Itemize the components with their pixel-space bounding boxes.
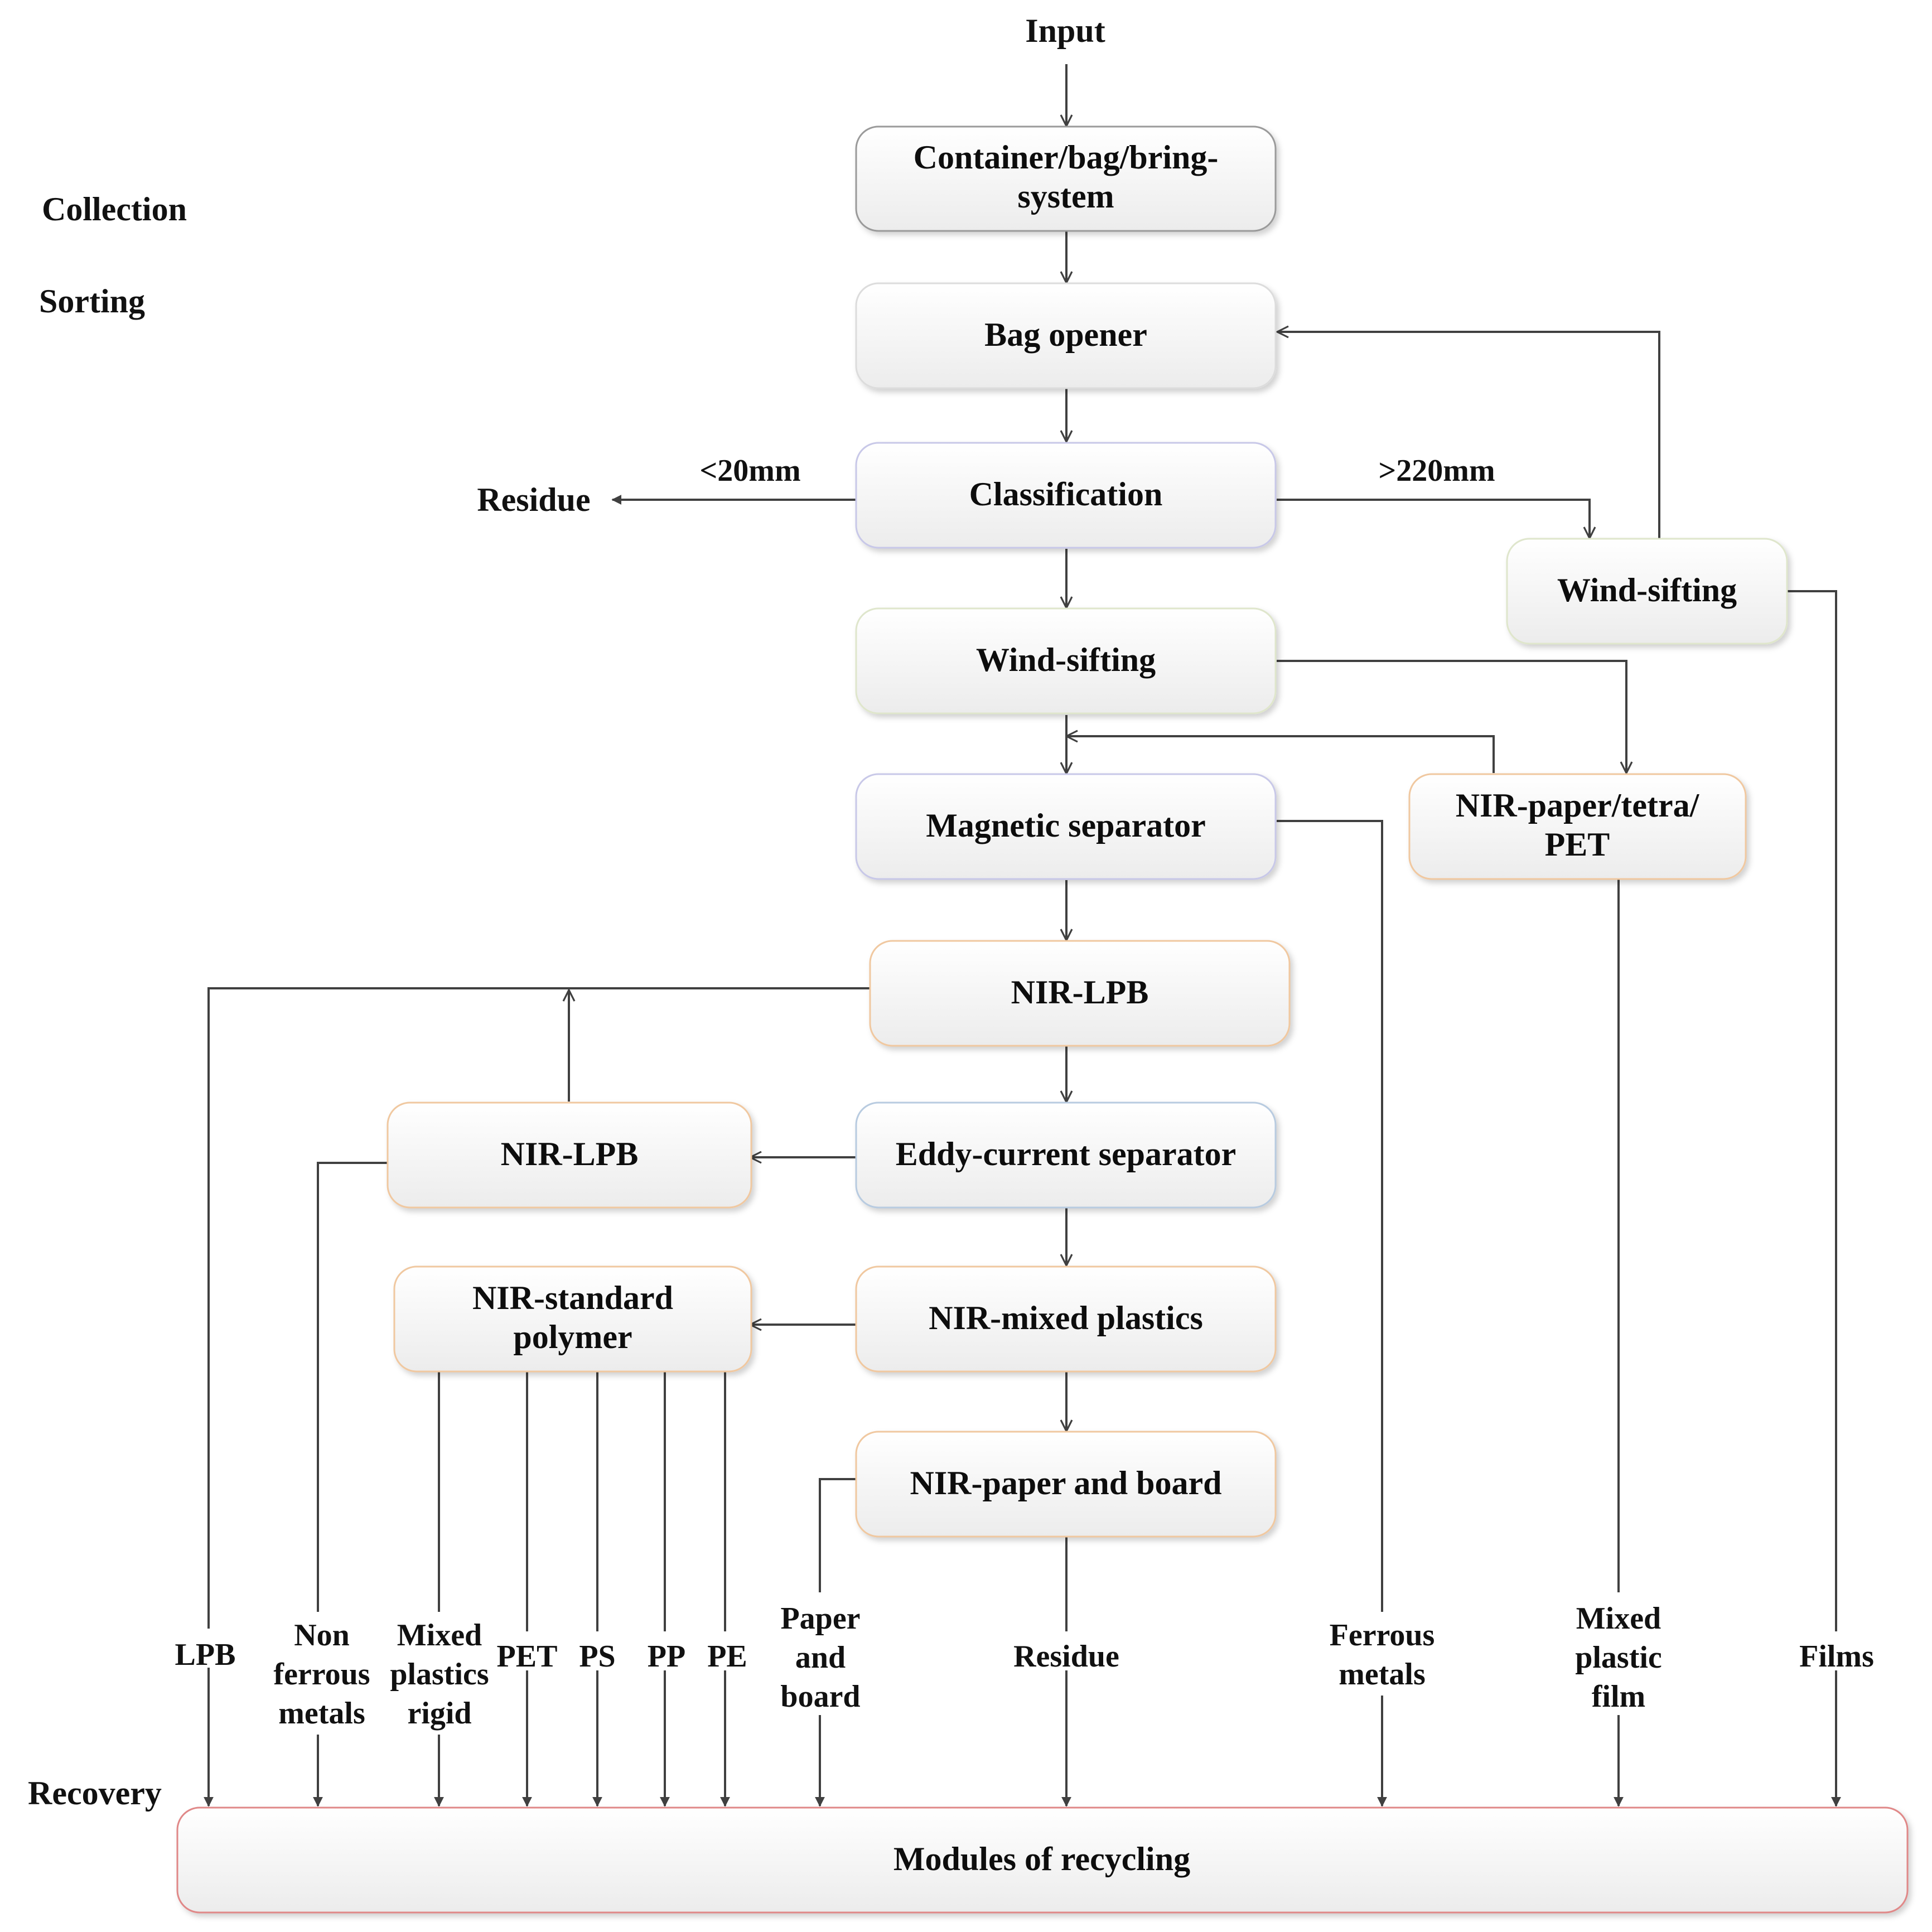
- output-pet: PET: [495, 1631, 561, 1674]
- svg-text:Container/bag/bring-: Container/bag/bring-: [914, 139, 1219, 176]
- svg-text:PP: PP: [648, 1639, 685, 1674]
- svg-text:polymer: polymer: [513, 1318, 632, 1355]
- node-nir-mixed-plastics: NIR-mixed plastics: [855, 1266, 1277, 1373]
- node-classification: Classification: [855, 442, 1277, 549]
- svg-text:NIR-LPB: NIR-LPB: [501, 1136, 639, 1172]
- input-label: Input: [1025, 12, 1105, 49]
- node-magnetic-separator: Magnetic separator: [855, 773, 1277, 880]
- svg-text:Wind-sifting: Wind-sifting: [976, 641, 1156, 678]
- output-mixed-plastics-rigid: Mixed plastics rigid: [384, 1612, 495, 1735]
- output-pe: PE: [702, 1631, 751, 1674]
- svg-text:PET: PET: [1545, 826, 1610, 863]
- arrow-nirpaper-return: [1066, 736, 1495, 773]
- svg-text:NIR-standard: NIR-standard: [472, 1279, 673, 1316]
- svg-text:ferrous: ferrous: [273, 1657, 370, 1692]
- output-residue-left: Residue: [477, 481, 590, 518]
- svg-text:Bag opener: Bag opener: [984, 316, 1147, 353]
- svg-text:Classification: Classification: [969, 476, 1163, 513]
- svg-text:NIR-paper and board: NIR-paper and board: [910, 1465, 1221, 1501]
- edge-label-gt220mm: >220mm: [1378, 453, 1495, 488]
- node-nir-paper-and-board: NIR-paper and board: [855, 1431, 1277, 1538]
- svg-text:NIR-paper/tetra/: NIR-paper/tetra/: [1456, 787, 1700, 824]
- svg-text:PET: PET: [497, 1639, 558, 1674]
- svg-text:Non: Non: [294, 1618, 350, 1653]
- arrow-lpb: [204, 987, 870, 1807]
- svg-text:Paper: Paper: [780, 1601, 860, 1636]
- node-nir-lpb-side: NIR-LPB: [387, 1102, 752, 1209]
- svg-text:system: system: [1017, 178, 1114, 215]
- section-label-recovery: Recovery: [28, 1775, 162, 1812]
- arrow-non-ferrous: [313, 1162, 388, 1807]
- svg-text:Eddy-current separator: Eddy-current separator: [896, 1136, 1237, 1172]
- output-pp: PP: [641, 1631, 690, 1674]
- svg-text:Modules of recycling: Modules of recycling: [893, 1841, 1190, 1877]
- svg-text:board: board: [780, 1679, 860, 1714]
- svg-text:metals: metals: [278, 1696, 365, 1731]
- svg-text:Ferrous: Ferrous: [1330, 1618, 1435, 1653]
- svg-text:NIR-LPB: NIR-LPB: [1011, 974, 1149, 1011]
- svg-text:PE: PE: [707, 1639, 747, 1674]
- svg-text:plastic: plastic: [1575, 1640, 1662, 1675]
- node-wind-sifting-side: Wind-sifting: [1506, 538, 1788, 645]
- output-ferrous-metals: Ferrous metals: [1323, 1612, 1441, 1696]
- node-bag-opener: Bag opener: [855, 282, 1277, 389]
- edge-label-lt20mm: <20mm: [699, 453, 800, 488]
- output-lpb: LPB: [173, 1629, 244, 1672]
- arrow-ferrous: [1277, 820, 1387, 1807]
- node-modules-of-recycling: Modules of recycling: [176, 1807, 1909, 1914]
- section-label-sorting: Sorting: [39, 283, 145, 320]
- node-container: Container/bag/bring- system: [855, 125, 1277, 232]
- svg-text:plastics: plastics: [390, 1657, 489, 1692]
- section-label-collection: Collection: [42, 191, 187, 228]
- arrow-classification-windside: [1277, 499, 1590, 538]
- output-films: Films: [1790, 1631, 1883, 1674]
- svg-text:PS: PS: [579, 1639, 615, 1674]
- svg-text:Wind-sifting: Wind-sifting: [1557, 572, 1737, 608]
- svg-text:rigid: rigid: [407, 1696, 471, 1731]
- output-ps: PS: [573, 1631, 622, 1674]
- svg-text:and: and: [795, 1640, 846, 1675]
- output-non-ferrous-metals: Non ferrous metals: [269, 1612, 375, 1735]
- svg-text:LPB: LPB: [175, 1638, 236, 1672]
- svg-text:Films: Films: [1799, 1639, 1874, 1674]
- svg-text:Mixed: Mixed: [397, 1618, 482, 1653]
- svg-text:Mixed: Mixed: [1576, 1601, 1661, 1636]
- output-residue: Residue: [999, 1631, 1133, 1674]
- svg-text:NIR-mixed plastics: NIR-mixed plastics: [929, 1300, 1203, 1336]
- output-mixed-plastic-film: Mixed plastic film: [1564, 1592, 1673, 1715]
- arrow-windmain-nirpaper: [1277, 660, 1626, 773]
- svg-text:film: film: [1592, 1679, 1645, 1714]
- node-eddy-current-separator: Eddy-current separator: [855, 1102, 1277, 1209]
- collection-sorting-divider: [33, 255, 1907, 262]
- svg-text:Residue: Residue: [1013, 1639, 1119, 1674]
- node-nir-lpb-main: NIR-LPB: [869, 940, 1291, 1047]
- output-paper-and-board: Paper and board: [772, 1592, 868, 1715]
- node-nir-standard-polymer: NIR-standard polymer: [393, 1266, 752, 1373]
- node-wind-sifting-main: Wind-sifting: [855, 607, 1277, 714]
- node-nir-paper-tetra-pet: NIR-paper/tetra/ PET: [1408, 773, 1747, 880]
- arrow-films: [1787, 590, 1841, 1807]
- arrow-windside-bagopener: [1277, 332, 1660, 538]
- svg-text:metals: metals: [1339, 1657, 1426, 1692]
- output-labels: LPB Non ferrous metals Mixed plastics ri…: [173, 1592, 1883, 1735]
- svg-text:Magnetic separator: Magnetic separator: [926, 807, 1206, 844]
